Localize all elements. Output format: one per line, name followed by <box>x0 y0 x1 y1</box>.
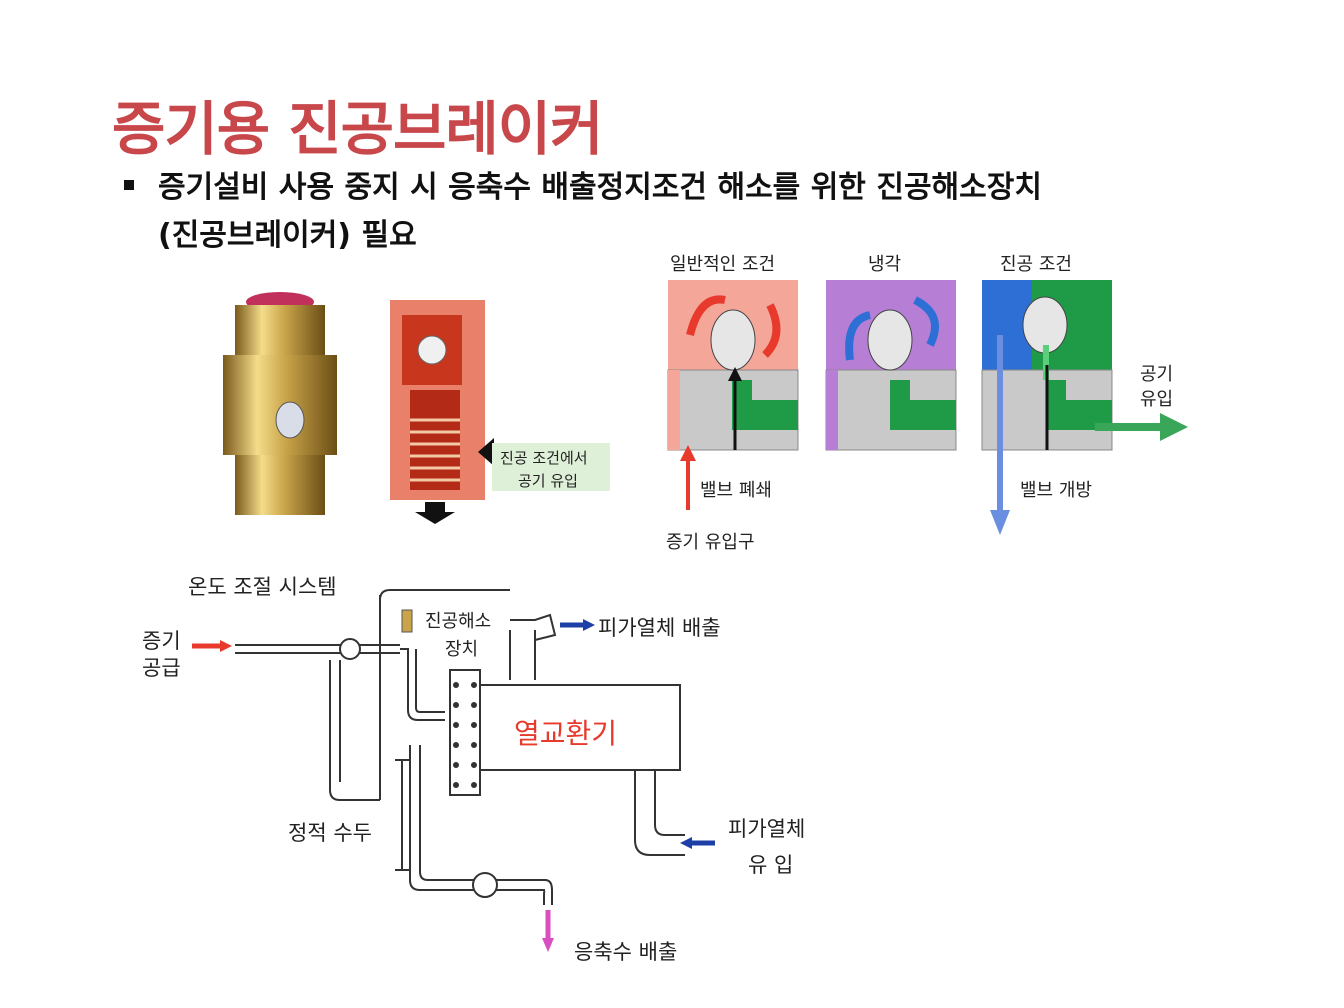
vacuum-breaker-icon <box>402 610 412 632</box>
temp-control-label: 온도 조절 시스템 <box>188 571 337 601</box>
panel-cooling <box>826 280 956 450</box>
panel3-title: 진공 조건 <box>1000 250 1072 276</box>
steam-supply-arrow-icon <box>192 640 232 652</box>
air-inlet-label-line1: 공기 <box>1140 360 1173 386</box>
condensate-out-label: 응축수 배출 <box>574 936 677 966</box>
fluid-out-arrow-icon <box>560 619 595 631</box>
valve-state-diagram <box>660 275 1190 545</box>
air-inlet-label-line2: 유입 <box>1140 385 1173 411</box>
static-head-label: 정적 수두 <box>288 817 372 847</box>
heated-fluid-out-label: 피가열체 배출 <box>598 612 721 642</box>
vacuum-breaker-photo <box>215 280 345 530</box>
panel1-title: 일반적인 조건 <box>670 250 775 276</box>
valve-closed-label: 밸브 폐쇄 <box>700 476 772 502</box>
down-arrow-icon <box>415 502 455 524</box>
vacuum-breaker-cutaway <box>380 290 500 525</box>
cutaway-callout-line2: 공기 유입 <box>518 470 578 491</box>
bullet-icon <box>124 180 134 190</box>
heat-exchanger-label: 열교환기 <box>514 712 617 752</box>
cutaway-callout-line1: 진공 조건에서 <box>500 447 588 468</box>
heated-fluid-in-label-line1: 피가열체 <box>728 813 805 843</box>
steam-supply-label-line1: 증기 <box>142 625 181 655</box>
condensate-arrow-icon <box>542 910 554 952</box>
steam-supply-label-line2: 공급 <box>142 652 181 682</box>
vacuum-breaker-label-line1: 진공해소 <box>425 607 491 633</box>
fluid-in-arrow-icon <box>680 837 715 849</box>
vacuum-breaker-label-line2: 장치 <box>445 635 478 661</box>
page-title: 증기용 진공브레이커 <box>112 82 602 166</box>
steam-inlet-label: 증기 유입구 <box>666 528 755 554</box>
system-schematic <box>140 560 860 970</box>
bullet-text-line1: 증기설비 사용 중지 시 응축수 배출정지조건 해소를 위한 진공해소장치 <box>158 162 1042 206</box>
panel2-title: 냉각 <box>868 250 901 276</box>
bullet-text-line2: (진공브레이커) 필요 <box>158 210 417 254</box>
valve-open-label: 밸브 개방 <box>1020 476 1092 502</box>
heated-fluid-in-label-line2: 유 입 <box>748 849 793 879</box>
